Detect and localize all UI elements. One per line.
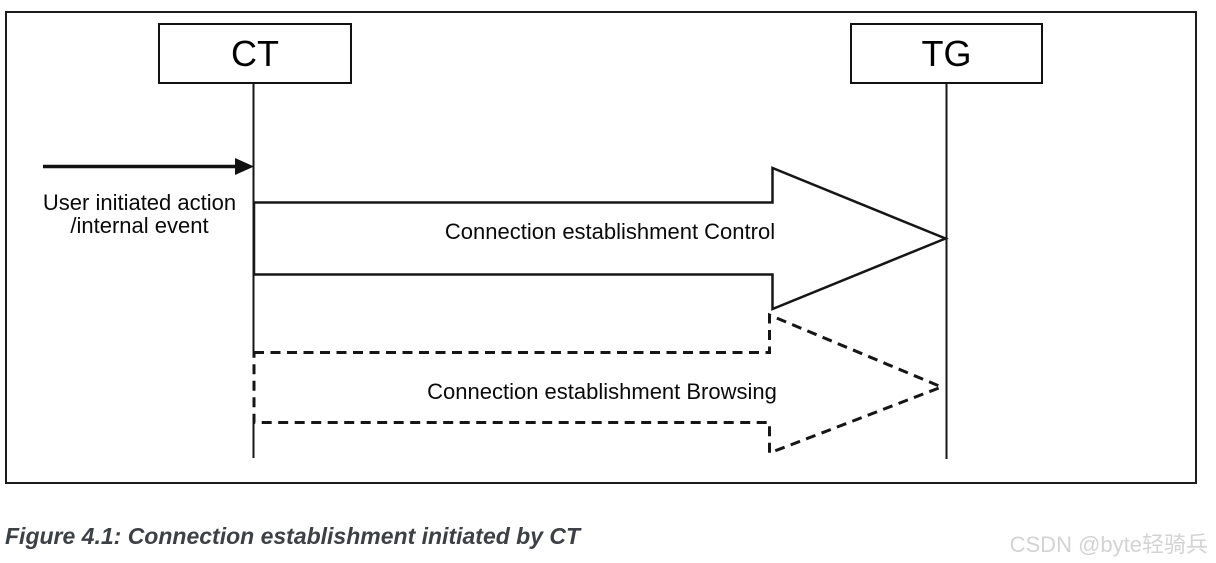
user-trigger-label-line1: User initiated action <box>42 190 237 215</box>
figure-caption: Figure 4.1: Connection establishment ini… <box>5 523 581 549</box>
control-arrow-shape <box>252 166 949 311</box>
user-trigger-label-line2: /internal event <box>70 213 209 238</box>
actor-box-tg: TG <box>850 23 1043 84</box>
actor-box-ct: CT <box>158 23 352 84</box>
user-trigger-label: User initiated action /internal event <box>22 191 257 237</box>
browsing-message-label: Connection establishment Browsing <box>427 379 777 404</box>
watermark: CSDN @byte轻骑兵 <box>1009 532 1208 557</box>
actor-label-ct: CT <box>231 32 279 74</box>
user-trigger-arrowhead-icon <box>235 158 254 175</box>
control-message-label: Connection establishment Control <box>444 219 776 244</box>
actor-label-tg: TG <box>921 32 972 74</box>
browsing-arrow-shape <box>252 312 946 456</box>
